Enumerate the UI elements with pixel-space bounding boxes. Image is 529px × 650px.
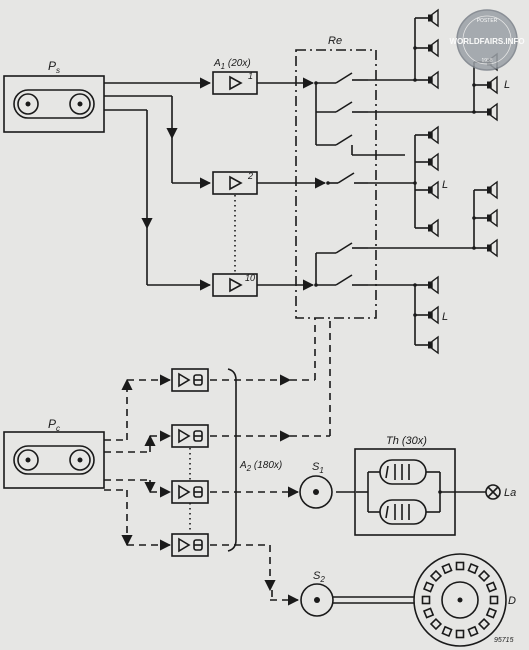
disc-slot [429, 617, 443, 631]
relay-re-box [295, 49, 377, 319]
a2-bracket [227, 368, 237, 552]
label-l-1: L [504, 79, 510, 91]
label-l-2: L [442, 179, 448, 191]
amp-label-2: 2 [247, 171, 253, 181]
disc-slot [421, 595, 431, 605]
label-a1: A1 (20x) [213, 58, 251, 71]
control-amp-2 [171, 424, 209, 448]
amp-label-10: 10 [245, 273, 255, 283]
disc-slot [485, 581, 498, 593]
label-la: La [504, 487, 516, 499]
disc-slot [467, 562, 479, 575]
label-a2: A2 (180x) [239, 460, 282, 473]
control-amp-3 [171, 480, 209, 504]
disc-slot [422, 581, 435, 593]
thyratron-tubes [356, 459, 486, 525]
label-ps: Ps [48, 59, 60, 75]
label-th: Th (30x) [386, 435, 427, 447]
disc-slot [485, 607, 498, 619]
amp-output-lines [257, 77, 327, 291]
relay-switches [314, 72, 368, 287]
disc-slot [477, 569, 491, 583]
control-signal-lines [104, 318, 356, 606]
figure-number: 95715 [494, 637, 514, 644]
label-s2: S2 [313, 570, 325, 584]
disc-slot [422, 607, 435, 619]
amp-label-1: 1 [248, 71, 253, 81]
disc-slot [429, 569, 443, 583]
relay-output-lines [352, 17, 487, 346]
lamp-la [485, 484, 501, 500]
worldfairs-watermark: POSTER WORLDFAIRS.INFO 1958 [449, 9, 525, 71]
disc-slot [441, 625, 453, 638]
tape-player-pc [3, 431, 105, 489]
label-l-3: L [442, 311, 448, 323]
label-re: Re [328, 35, 342, 47]
watermark-top: POSTER [477, 18, 498, 24]
label-d: D [508, 595, 516, 607]
label-s1: S1 [312, 461, 324, 475]
synchro-s2 [300, 583, 334, 617]
control-amp-4 [171, 533, 209, 557]
synchro-s1 [299, 475, 333, 509]
disc-d [413, 553, 507, 647]
label-pc: Pc [48, 417, 60, 433]
disc-slot [467, 625, 479, 638]
tape-player-ps [3, 75, 105, 133]
ps-output-lines [104, 77, 212, 291]
disc-slot [477, 617, 491, 631]
disc-slot [489, 595, 499, 605]
disc-slot [455, 561, 465, 571]
disc-slot [441, 562, 453, 575]
disc-slot [455, 629, 465, 639]
watermark-bottom: 1958 [481, 58, 492, 64]
control-amp-1 [171, 368, 209, 392]
watermark-text: WORLDFAIRS.INFO [449, 37, 524, 46]
